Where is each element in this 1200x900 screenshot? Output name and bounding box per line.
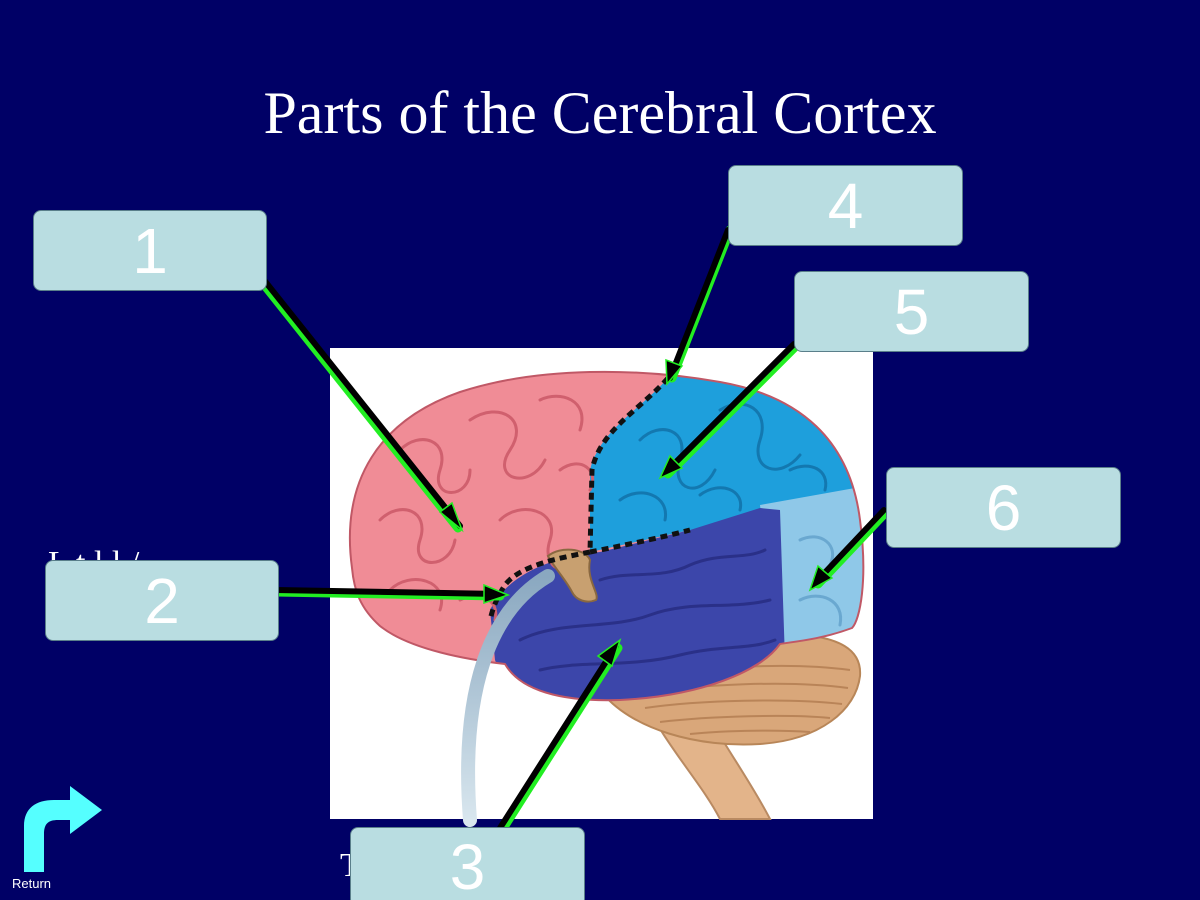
pointer-3-head — [596, 638, 622, 668]
pointer-2-head — [483, 583, 511, 605]
label-box-3[interactable]: 3 — [350, 827, 585, 900]
return-arrow-icon — [24, 786, 102, 872]
temporal-gyri — [518, 548, 777, 672]
pointer-2 — [273, 587, 503, 597]
label-box-2[interactable]: 2 — [45, 560, 279, 641]
pointer-6 — [813, 507, 887, 585]
return-button[interactable]: Return — [8, 778, 108, 896]
insula-flap — [546, 548, 598, 603]
occipital-gyri — [798, 535, 843, 627]
lobe-boundaries — [487, 376, 691, 621]
insula-curved-arrow — [461, 569, 555, 827]
label-box-1[interactable]: 1 — [33, 210, 267, 291]
lateral-sulcus-line — [487, 549, 591, 621]
label-box-4[interactable]: 4 — [728, 165, 963, 246]
pointer-1 — [261, 277, 463, 529]
pointer-5 — [663, 341, 797, 475]
pointer-4 — [667, 227, 731, 381]
slide-title: Parts of the Cerebral Cortex — [263, 80, 937, 146]
pointer-6-head — [808, 564, 834, 592]
pointer-arrows — [257, 225, 891, 835]
return-label: Return — [12, 876, 52, 891]
central-sulcus-line — [587, 376, 670, 553]
pointer-4-head — [665, 358, 684, 386]
parieto-temporal-line — [589, 527, 691, 555]
pointer-3 — [497, 643, 619, 831]
pointer-1-head — [438, 501, 464, 533]
label-box-6[interactable]: 6 — [886, 467, 1121, 548]
pointer-5-head — [658, 454, 684, 480]
label-box-5[interactable]: 5 — [794, 271, 1029, 352]
